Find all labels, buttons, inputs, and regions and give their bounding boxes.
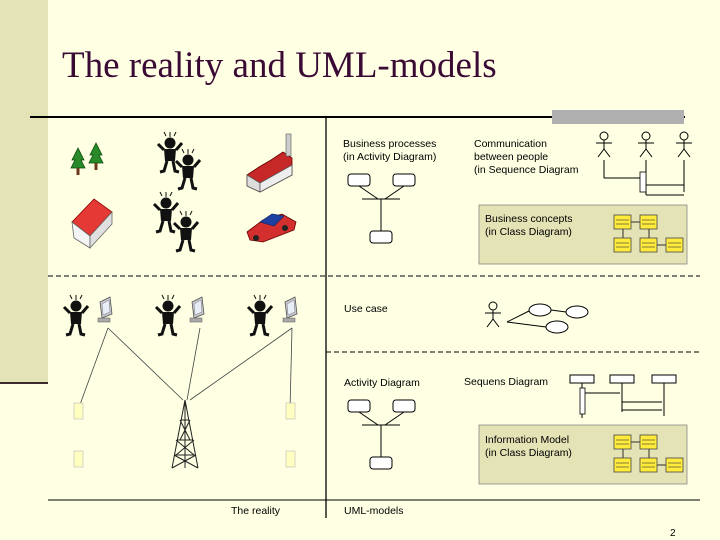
left-accent-bar-edge (0, 382, 48, 384)
sequens-diagram-label: Sequens Diagram (464, 376, 549, 388)
trees-icon (70, 142, 104, 176)
business-concepts-label: Business concepts (in Class Diagram) (485, 213, 573, 238)
network-lines (77, 327, 293, 411)
activity-diagram-label: Activity Diagram (344, 377, 420, 389)
business-processes-label: Business processes (in Activity Diagram) (343, 138, 437, 163)
radio-tower-icon (171, 399, 199, 469)
activity-diagram-bottom (347, 399, 416, 470)
people-group-icon (152, 130, 202, 253)
sequence-diagram-bottom (569, 374, 677, 418)
activity-diagram-top (347, 173, 416, 244)
use-case-diagram (484, 301, 589, 334)
uml-models-label: UML-models (344, 505, 404, 517)
factory-icon (246, 133, 293, 193)
sequence-diagram-top (595, 131, 693, 196)
business-concepts-panel (478, 204, 688, 265)
communication-label: Communication between people (in Sequenc… (474, 138, 579, 176)
car-icon (246, 213, 297, 243)
relay-boxes (73, 402, 296, 468)
information-model-panel (478, 424, 688, 485)
title-underline-accent (552, 110, 684, 124)
slide-title: The reality and UML-models (62, 45, 497, 86)
page-number: 2 (670, 528, 676, 539)
title-underline (30, 116, 685, 118)
information-model-label: Information Model (in Class Diagram) (485, 434, 572, 459)
people-with-computers-icon (62, 293, 298, 337)
the-reality-label: The reality (231, 505, 281, 517)
use-case-label: Use case (344, 303, 388, 315)
house-icon (71, 198, 113, 250)
left-accent-bar (0, 0, 48, 382)
